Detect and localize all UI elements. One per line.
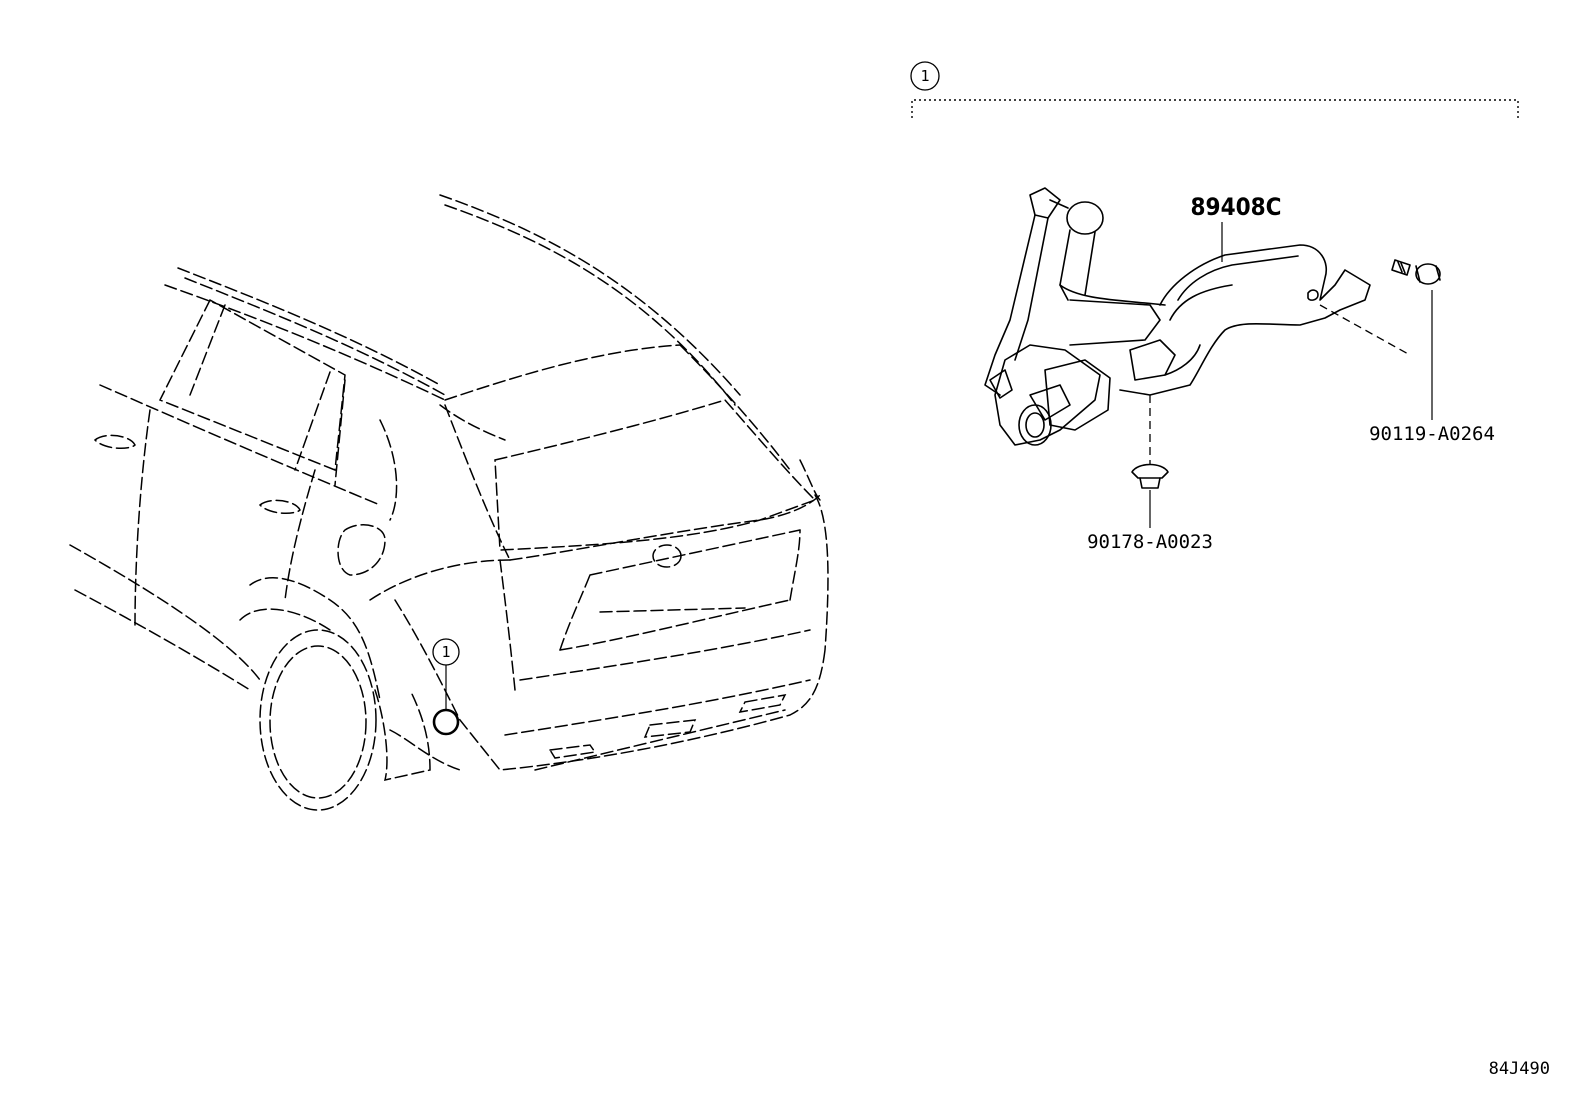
part-number-bolt: 90119-A0264 — [1369, 423, 1495, 445]
part-number-sensor: 89408C — [1191, 193, 1282, 221]
bolt-dashed-leader — [1319, 304, 1411, 356]
clip-illustration — [1131, 395, 1169, 528]
bolt-illustration — [1319, 259, 1441, 420]
assembly-bracket-line — [911, 99, 1519, 118]
assembly-callout: 1 — [910, 61, 1519, 118]
part-label-bolt: 90119-A0264 — [1369, 423, 1495, 445]
vehicle-rear-view — [69, 194, 829, 811]
vehicle-sensor-callout: 1 — [432, 638, 460, 736]
vehicle-callout-circle — [432, 638, 460, 666]
part-label-clip: 90178-A0023 — [1087, 531, 1213, 553]
assembly-callout-circle — [910, 61, 940, 91]
part-label-sensor: 89408C — [1191, 193, 1282, 262]
height-control-sensor-illustration — [984, 187, 1371, 446]
vehicle-callout-number: 1 — [441, 643, 450, 661]
illustration-id: 84J490 — [1489, 1059, 1550, 1079]
part-number-clip: 90178-A0023 — [1087, 531, 1213, 553]
sensor-location-marker — [432, 708, 460, 736]
assembly-callout-number: 1 — [920, 67, 929, 85]
